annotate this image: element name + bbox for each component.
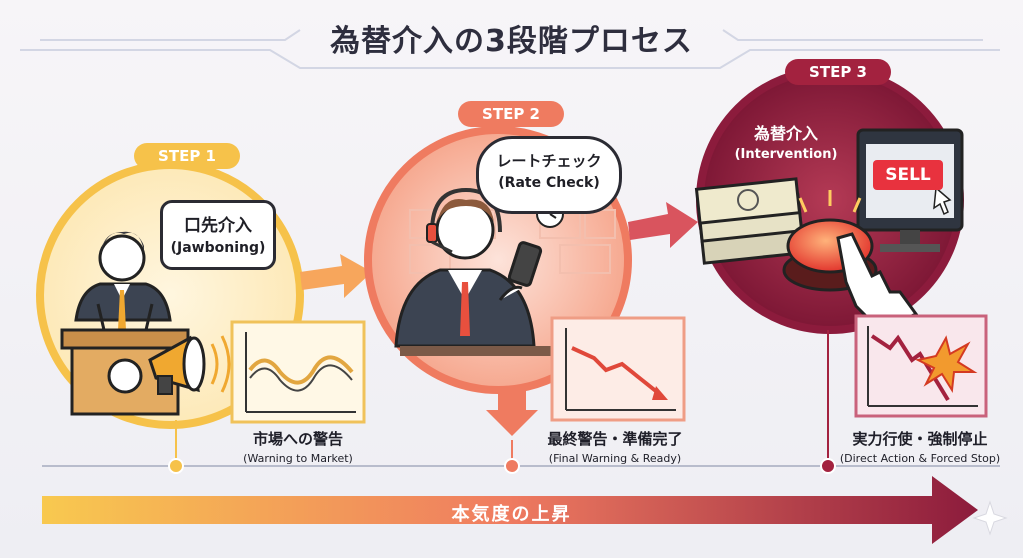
trader-with-phone-illustration [394, 187, 555, 356]
step1-bubble-en: (Jawboning) [170, 240, 266, 256]
megaphone-icon [148, 335, 231, 395]
page-title: 為替介入の3段階プロセス [330, 24, 693, 59]
step1-speech-bubble: 口先介入 (Jawboning) [160, 200, 276, 270]
speaker-at-podium-illustration [60, 231, 190, 416]
step2-bubble-en: (Rate Check) [498, 175, 600, 191]
intensity-label: 本気度の上昇 [451, 504, 572, 525]
step3-caption-en: (Direct Action & Forced Stop) [839, 452, 1001, 465]
step2-caption-en: (Final Warning & Ready) [548, 452, 682, 465]
sell-screen-button: SELL [873, 160, 943, 190]
step1-caption-jp: 市場への警告 [252, 430, 343, 448]
step1-wave-chart [230, 320, 366, 424]
step2-bubble-jp: レートチェック [496, 152, 602, 170]
step2-caption: 最終警告・準備完了 (Final Warning & Ready) [520, 428, 710, 465]
title-rails [20, 29, 1000, 69]
hand-pressing-icon [836, 232, 919, 332]
step2-thought-bubble: レートチェック (Rate Check) [476, 136, 622, 214]
step2-decline-chart [550, 316, 686, 422]
step2-down-arrow [486, 388, 538, 436]
arrow-step1-to-step2 [300, 254, 372, 298]
sparkle-icon [972, 500, 1008, 536]
step3-badge: STEP 3 [785, 59, 891, 85]
step3-label-en: (Intervention) [734, 147, 838, 162]
step3-label: 為替介入 (Intervention) [726, 120, 846, 162]
step3-crash-chart [854, 314, 988, 418]
step1-caption: 市場への警告 (Warning to Market) [208, 428, 388, 465]
timeline [42, 330, 1000, 474]
arrow-step2-to-step3 [628, 202, 698, 248]
step3-label-jp: 為替介入 [753, 124, 818, 143]
step1-badge: STEP 1 [134, 143, 240, 169]
step3-caption-jp: 実力行使・強制停止 [852, 430, 988, 448]
step2-badge: STEP 2 [458, 101, 564, 127]
step3-caption: 実力行使・強制停止 (Direct Action & Forced Stop) [820, 428, 1020, 465]
yen-banknotes-illustration [694, 177, 806, 265]
step1-bubble-jp: 口先介入 [184, 216, 252, 236]
intensity-arrow [42, 476, 978, 544]
step1-caption-en: (Warning to Market) [243, 452, 353, 465]
step2-caption-jp: 最終警告・準備完了 [547, 430, 683, 448]
